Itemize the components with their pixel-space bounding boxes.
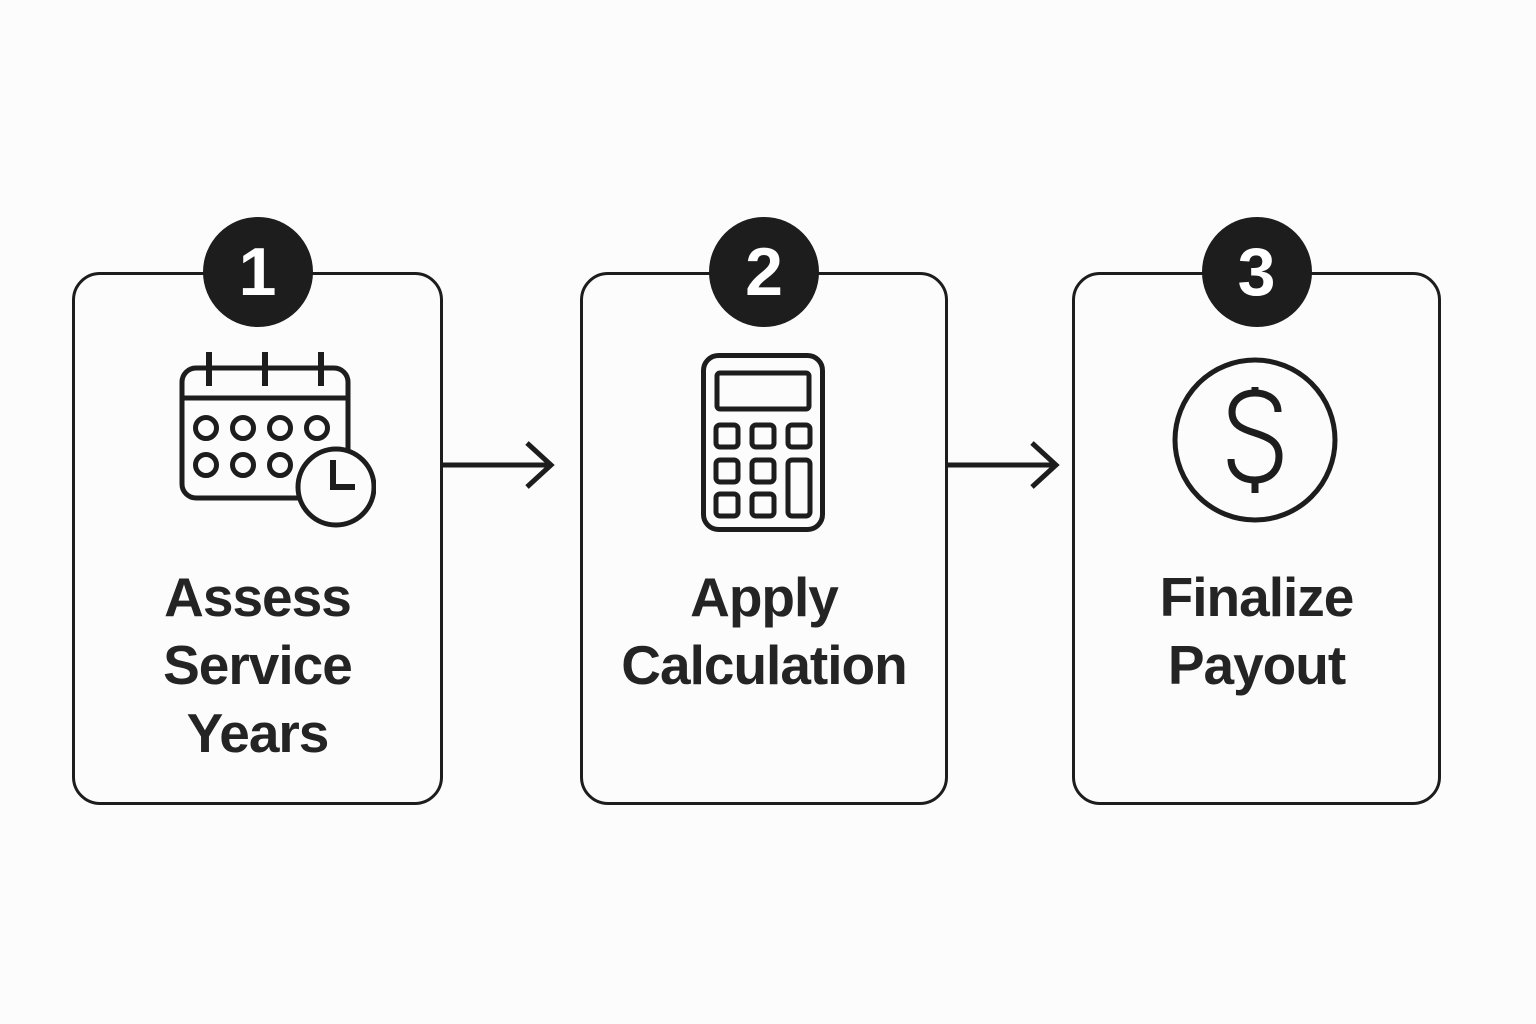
step-number-badge: 1 bbox=[202, 217, 313, 327]
step-card-1: 1 Assess Service bbox=[72, 217, 443, 805]
step-label: Apply Calculation bbox=[621, 566, 907, 696]
step-number: 1 bbox=[238, 234, 277, 310]
step-label: Finalize Payout bbox=[1159, 566, 1355, 696]
step-number: 2 bbox=[745, 234, 783, 310]
step-number-badge: 3 bbox=[1201, 217, 1312, 327]
arrow-right-icon bbox=[948, 441, 1060, 489]
step-number-badge: 2 bbox=[709, 217, 819, 327]
calendar-clock-icon bbox=[179, 352, 376, 528]
step-label: Assess Service Years bbox=[163, 566, 353, 764]
calculator-icon bbox=[701, 353, 825, 532]
step-card-2: 2 Apply Calculation bbox=[580, 217, 948, 805]
step-card-3: 3 Finalize Payout bbox=[1072, 217, 1441, 805]
arrow-right-icon bbox=[443, 441, 555, 489]
dollar-circle-icon bbox=[1172, 357, 1338, 523]
step-number: 3 bbox=[1237, 234, 1276, 310]
